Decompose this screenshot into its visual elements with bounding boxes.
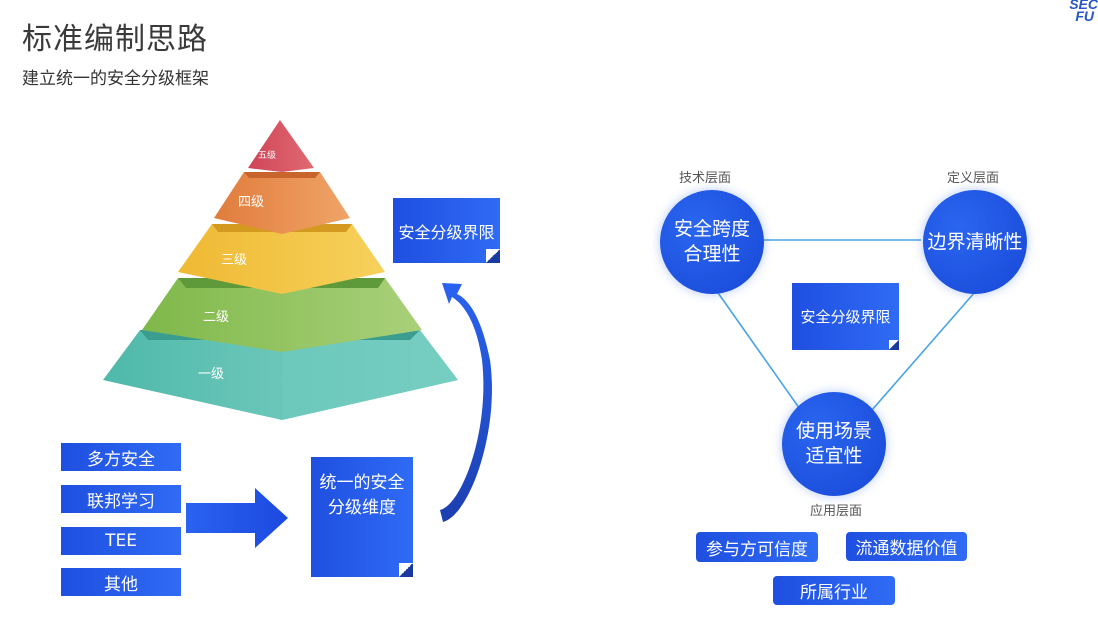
pyramid-label-4: 四级 bbox=[238, 195, 264, 210]
pyramid-label-5: 五级 bbox=[258, 149, 276, 161]
source-item: 联邦学习 bbox=[61, 485, 181, 513]
node-label-line: 合理性 bbox=[683, 243, 741, 265]
factor-label: 所属行业 bbox=[800, 583, 868, 603]
node-label-line: 安全跨度 bbox=[673, 218, 750, 240]
pyramid-label-2: 二级 bbox=[203, 310, 229, 325]
pyramid-level-5: 五级 bbox=[248, 120, 314, 172]
security-boundary-box: 安全分级界限 bbox=[393, 198, 500, 263]
connector-right bbox=[871, 291, 976, 411]
unified-dimension-box: 统一的安全分级维度 bbox=[311, 457, 413, 577]
node-label-line: 边界清晰性 bbox=[927, 230, 1023, 253]
factor-industry: 所属行业 bbox=[773, 576, 895, 605]
page-subtitle: 建立统一的安全分级框架 bbox=[22, 69, 209, 89]
node-label-line: 适宜性 bbox=[805, 445, 863, 467]
source-item: TEE bbox=[61, 527, 181, 555]
logo-line-1: SEC bbox=[1069, 0, 1098, 12]
factor-label: 流通数据价值 bbox=[855, 539, 958, 559]
pyramid-level-3: 三级 bbox=[178, 224, 385, 294]
node-label-line: 使用场景 bbox=[795, 420, 872, 442]
curved-arrow-icon bbox=[440, 283, 492, 522]
page-fold-icon bbox=[399, 563, 413, 577]
factor-label: 参与方可信度 bbox=[706, 539, 808, 560]
pyramid-label-3: 三级 bbox=[221, 253, 247, 268]
source-item-label: 多方安全 bbox=[87, 449, 155, 470]
connector-left bbox=[715, 289, 803, 413]
source-item-label: TEE bbox=[105, 531, 137, 551]
node-boundary-clarity: 边界清晰性 bbox=[923, 190, 1027, 294]
factor-data-value: 流通数据价值 bbox=[846, 532, 967, 561]
factor-participant-trust: 参与方可信度 bbox=[696, 532, 818, 562]
source-item-label: 联邦学习 bbox=[87, 491, 155, 512]
page-fold-icon bbox=[889, 340, 899, 350]
right-arrow-icon bbox=[186, 488, 288, 548]
pyramid-level-4: 四级 bbox=[214, 172, 350, 234]
unified-dimension-label: 统一的安全分级维度 bbox=[319, 473, 405, 518]
center-boundary-label: 安全分级界限 bbox=[800, 308, 891, 326]
source-item-label: 其他 bbox=[104, 574, 138, 595]
security-boundary-label: 安全分级界限 bbox=[398, 222, 495, 242]
node-security-span: 安全跨度合理性 bbox=[660, 190, 764, 294]
node-scenario-fit: 使用场景适宜性 bbox=[782, 392, 886, 496]
source-item: 多方安全 bbox=[61, 443, 181, 471]
logo-line-2: FU bbox=[1075, 8, 1094, 24]
source-item: 其他 bbox=[61, 568, 181, 596]
layer-label-application: 应用层面 bbox=[810, 504, 863, 519]
layer-label-technical: 技术层面 bbox=[679, 171, 732, 186]
page-fold-icon bbox=[486, 249, 500, 263]
triangle-connectors bbox=[715, 239, 976, 413]
pyramid-label-1: 一级 bbox=[198, 367, 224, 382]
logo: SEC FU bbox=[1069, 0, 1098, 24]
page-title: 标准编制思路 bbox=[22, 22, 208, 57]
center-boundary-box: 安全分级界限 bbox=[792, 283, 899, 350]
layer-label-definition: 定义层面 bbox=[947, 171, 1000, 186]
